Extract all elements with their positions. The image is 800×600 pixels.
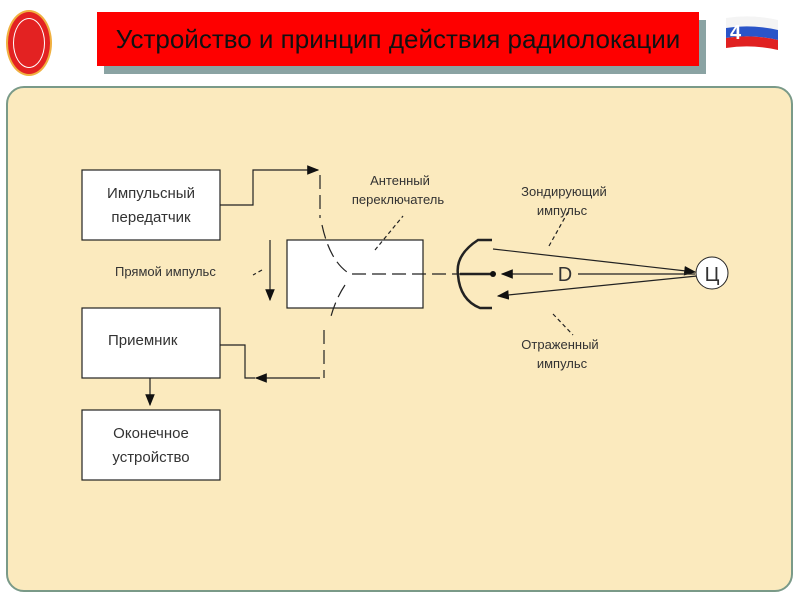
receiver-label: Приемник bbox=[108, 332, 178, 349]
reflected-pulse-label-2: импульс bbox=[537, 356, 588, 371]
receiver-box bbox=[81, 307, 221, 379]
reflected-pulse-label: Отраженный bbox=[521, 337, 598, 352]
terminal-label-2: устройство bbox=[112, 449, 189, 466]
transmitter-arrow bbox=[220, 165, 320, 206]
pulse-path bbox=[319, 175, 493, 378]
antenna-dish-icon bbox=[456, 238, 492, 310]
reflected-beam bbox=[496, 275, 698, 300]
transmitter-label: Импульсный bbox=[107, 185, 195, 202]
probe-pulse-label-2: импульс bbox=[537, 203, 588, 218]
terminal-box bbox=[81, 409, 221, 481]
terminal-label: Оконечное bbox=[113, 425, 189, 442]
switch-label-2: переключатель bbox=[352, 192, 445, 207]
slide-number: 4 bbox=[730, 22, 742, 44]
distance-label: D bbox=[558, 264, 572, 286]
title-text: Устройство и принцип действия радиолокац… bbox=[115, 23, 681, 54]
probe-pulse-label: Зондирующий bbox=[521, 184, 607, 199]
receiver-line bbox=[220, 344, 255, 379]
transmitter-label-2: передатчик bbox=[111, 209, 191, 226]
direct-pulse-label: Прямой импульс bbox=[115, 264, 216, 279]
target-label: Ц bbox=[705, 264, 720, 286]
probe-beam bbox=[492, 248, 697, 276]
page-title: Устройство и принцип действия радиолокац… bbox=[97, 12, 699, 66]
transmitter-box bbox=[81, 169, 221, 241]
russian-flag-icon bbox=[726, 16, 778, 50]
logo-emblem bbox=[6, 10, 52, 76]
target-circle bbox=[695, 256, 729, 290]
switch-label: Антенный bbox=[370, 173, 430, 188]
